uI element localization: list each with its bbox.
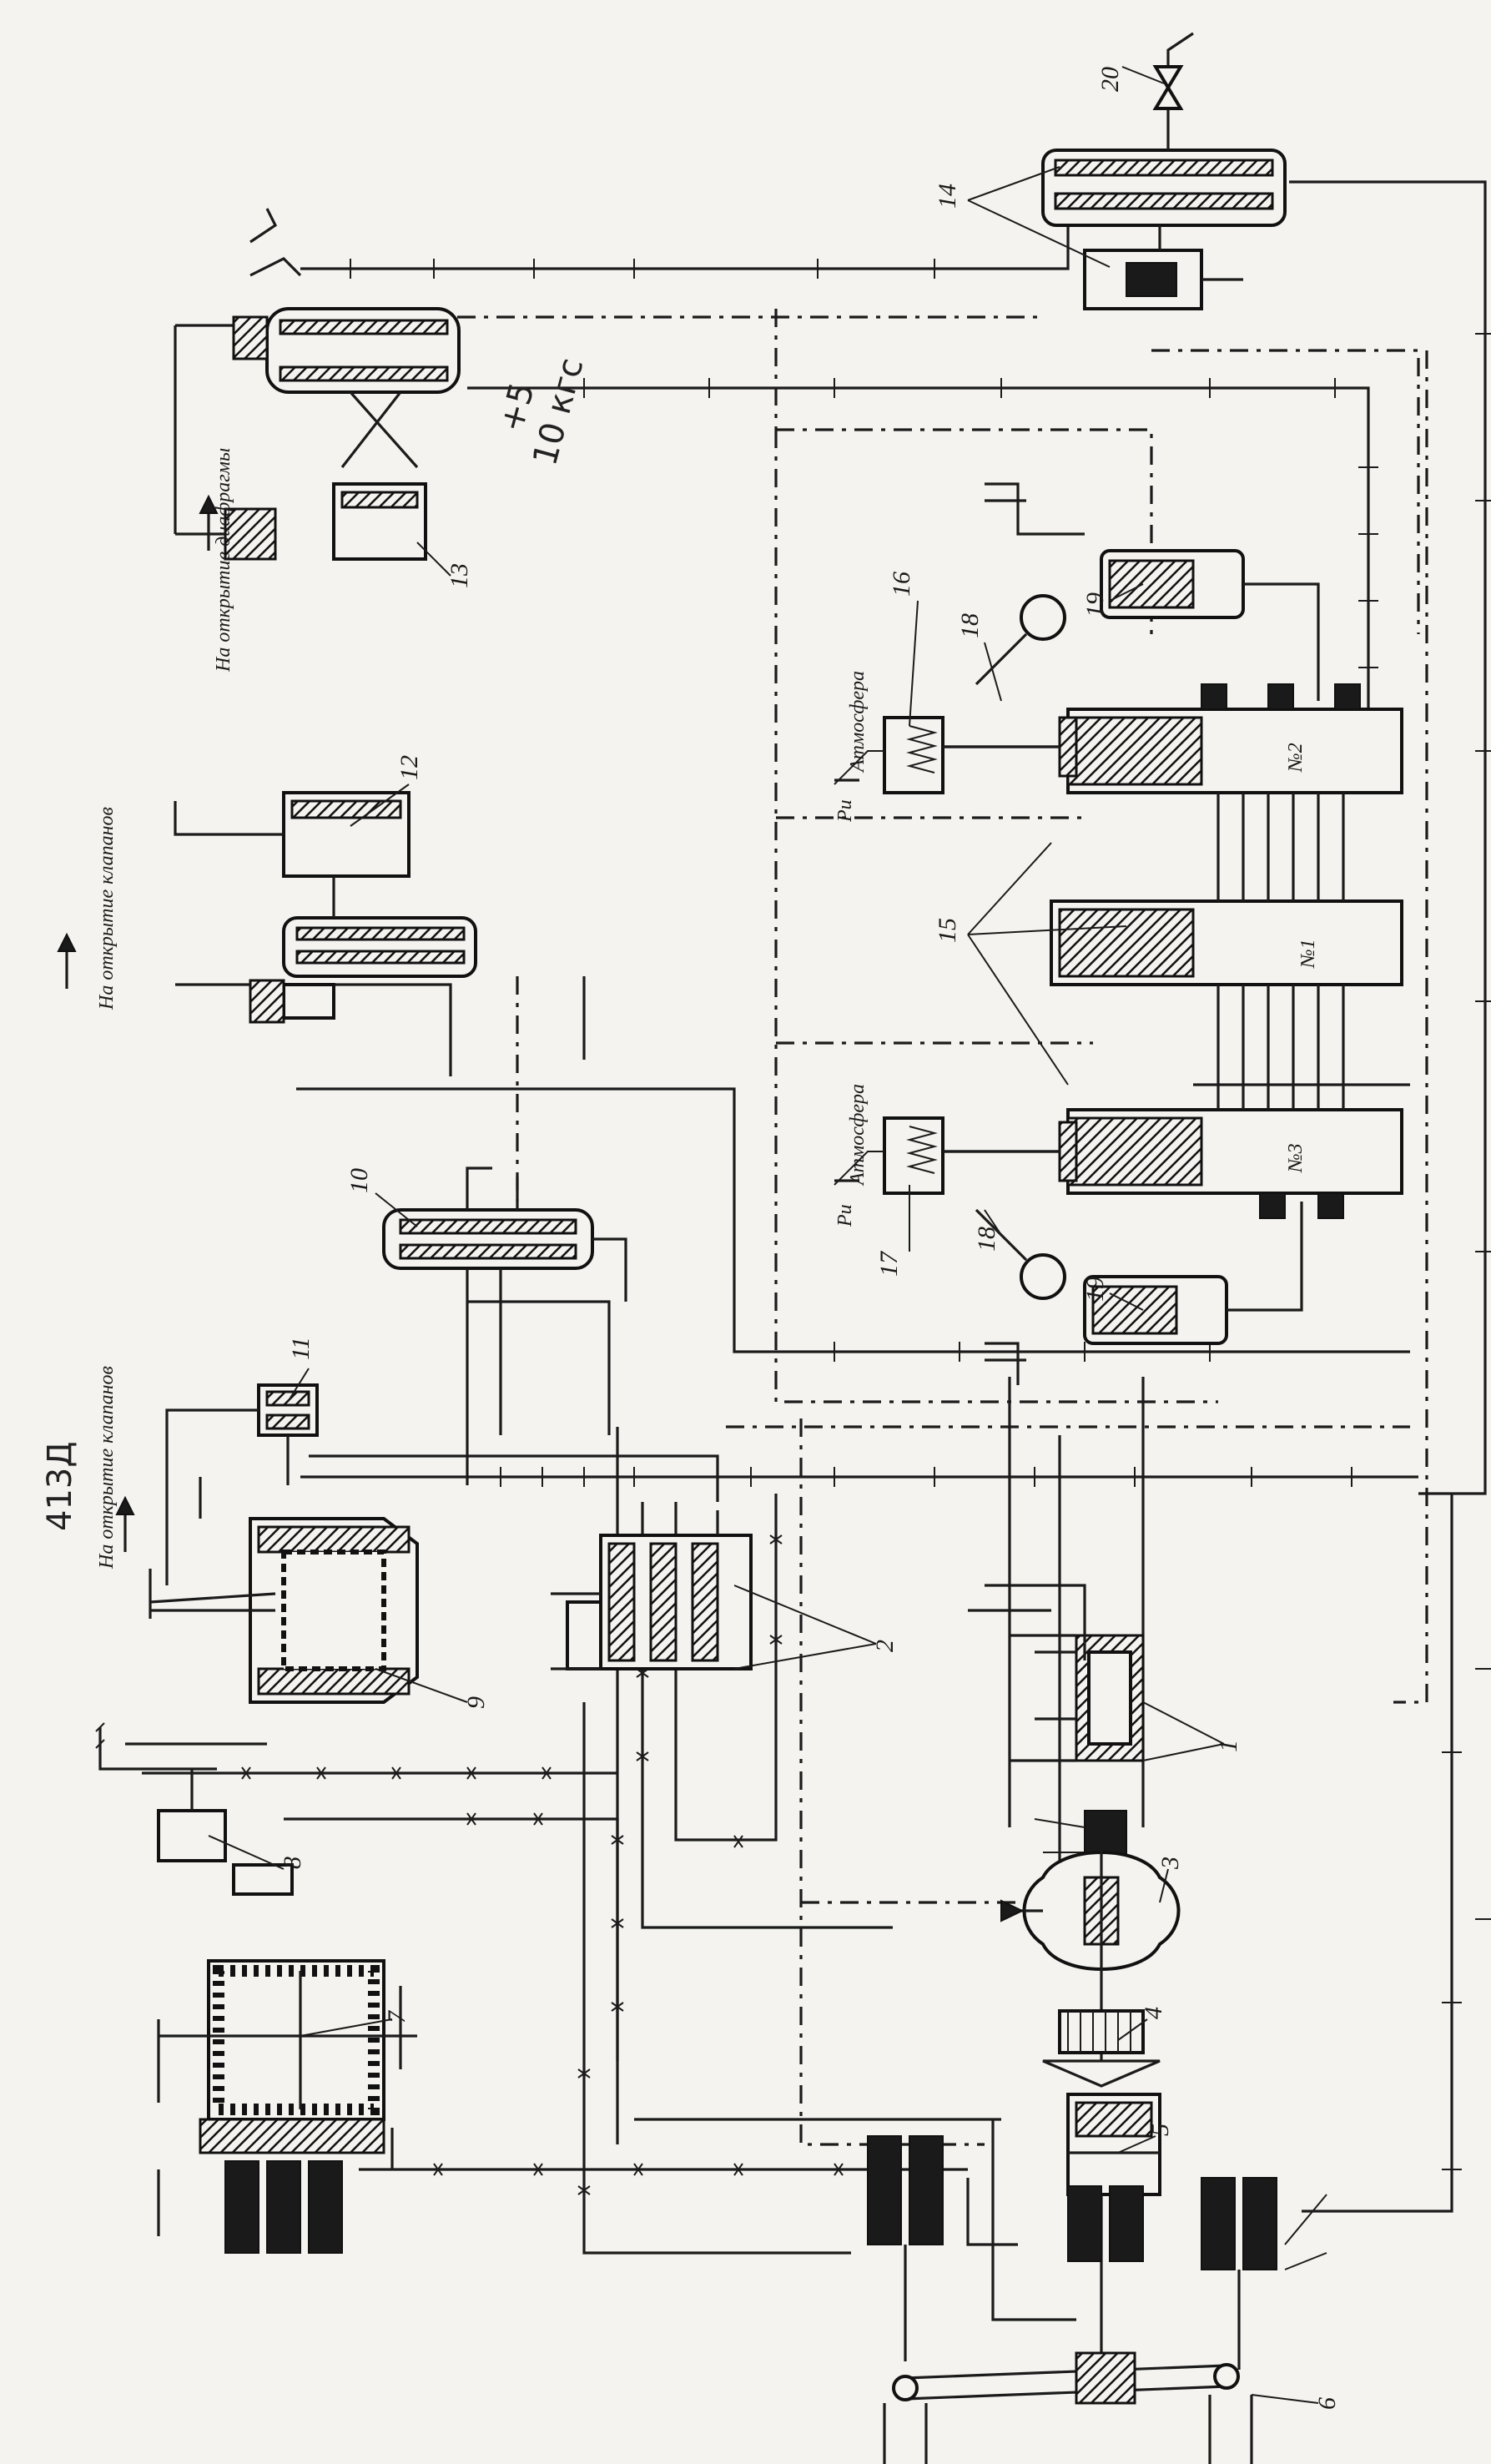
- unit-13-diaphragm-drive: [174, 208, 461, 561]
- label-9: 9: [462, 1696, 490, 1709]
- component-number-labels: 1 2 3 4 5 6 7 8 9 10 11 12 13 14 15 16 1…: [279, 67, 1341, 2410]
- label-3: 3: [1156, 1857, 1184, 1870]
- pipelines: [142, 180, 1487, 2321]
- unit-4-coupling: [1042, 2009, 1161, 2088]
- label-18-bottom: 18: [973, 1227, 1000, 1252]
- unit-16-bellows-sensor: [834, 716, 1060, 794]
- note-open-diaphragm: На открытие диафрагмы: [213, 448, 234, 673]
- unit-6-lever-mechanism: [867, 2135, 1327, 2464]
- leader-lines: [208, 66, 1319, 2404]
- unit-20-shutoff-valve: [1152, 32, 1194, 110]
- label-20: 20: [1096, 67, 1124, 92]
- unit-15-chamber-block: [901, 683, 1410, 1219]
- label-16: 16: [888, 572, 915, 597]
- label-8: 8: [279, 1857, 306, 1869]
- label-19-bottom: 19: [1081, 1277, 1109, 1302]
- unit-18-linkage: [975, 594, 1066, 1300]
- unit-2-double-pump: [551, 1510, 753, 1670]
- note-open-valves-top: На открытие клапанов: [96, 807, 118, 1010]
- label-6: 6: [1313, 2397, 1341, 2410]
- note-atmosphere-bottom: Атмосфера: [847, 1084, 869, 1187]
- note-pressure-top: Ри: [834, 799, 856, 823]
- unit-11-pilot-valve: [165, 1383, 319, 1585]
- label-5: 5: [1146, 2124, 1174, 2136]
- unit-12-servomotor: [174, 791, 477, 1024]
- unit-8-valve: [95, 1722, 294, 1896]
- unit-1-pump-assembly: [968, 1377, 1145, 1870]
- label-12: 12: [395, 755, 423, 780]
- note-atmosphere-top: Атмосфера: [847, 671, 869, 773]
- label-18-top: 18: [956, 613, 984, 638]
- annotations: На открытие клапанов На открытие клапано…: [96, 448, 869, 1570]
- label-13: 13: [446, 563, 473, 588]
- chamber-label-2: №2: [1285, 743, 1307, 773]
- label-19-top: 19: [1081, 592, 1109, 617]
- unit-3-rotary-distributor: [1000, 1827, 1181, 2061]
- label-1: 1: [1215, 1740, 1242, 1752]
- chamber-label-1: №1: [1297, 939, 1319, 969]
- label-4: 4: [1140, 2007, 1167, 2019]
- unit-14-pressure-regulator: [1041, 83, 1287, 310]
- label-10: 10: [345, 1168, 373, 1193]
- unit-19-relay-valves: [985, 482, 1320, 1385]
- handwritten-sheet-number: 413Д: [41, 1441, 79, 1531]
- label-7: 7: [383, 2009, 411, 2023]
- label-14: 14: [934, 184, 961, 209]
- unit-5-pilot-cylinder: [1066, 2093, 1161, 2353]
- pipe-joint-ticks: [350, 259, 1491, 2170]
- note-open-valves-mid: На открытие клапанов: [96, 1366, 118, 1570]
- chamber-labels: №2 №1 №3: [1285, 743, 1319, 1173]
- unit-9-main-cylinder: [149, 1477, 419, 1704]
- label-17: 17: [875, 1250, 903, 1277]
- label-15: 15: [934, 918, 961, 943]
- chamber-label-3: №3: [1285, 1143, 1307, 1173]
- unit-7-spring-accumulator: [157, 1959, 417, 2254]
- direction-arrows: [57, 494, 219, 1552]
- unit-17-bellows-sensor: [834, 1116, 1060, 1195]
- note-pressure-bottom: Ри: [834, 1204, 856, 1227]
- label-2: 2: [871, 1640, 899, 1652]
- unit-10-distributor: [382, 1166, 627, 1485]
- label-11: 11: [287, 1337, 315, 1360]
